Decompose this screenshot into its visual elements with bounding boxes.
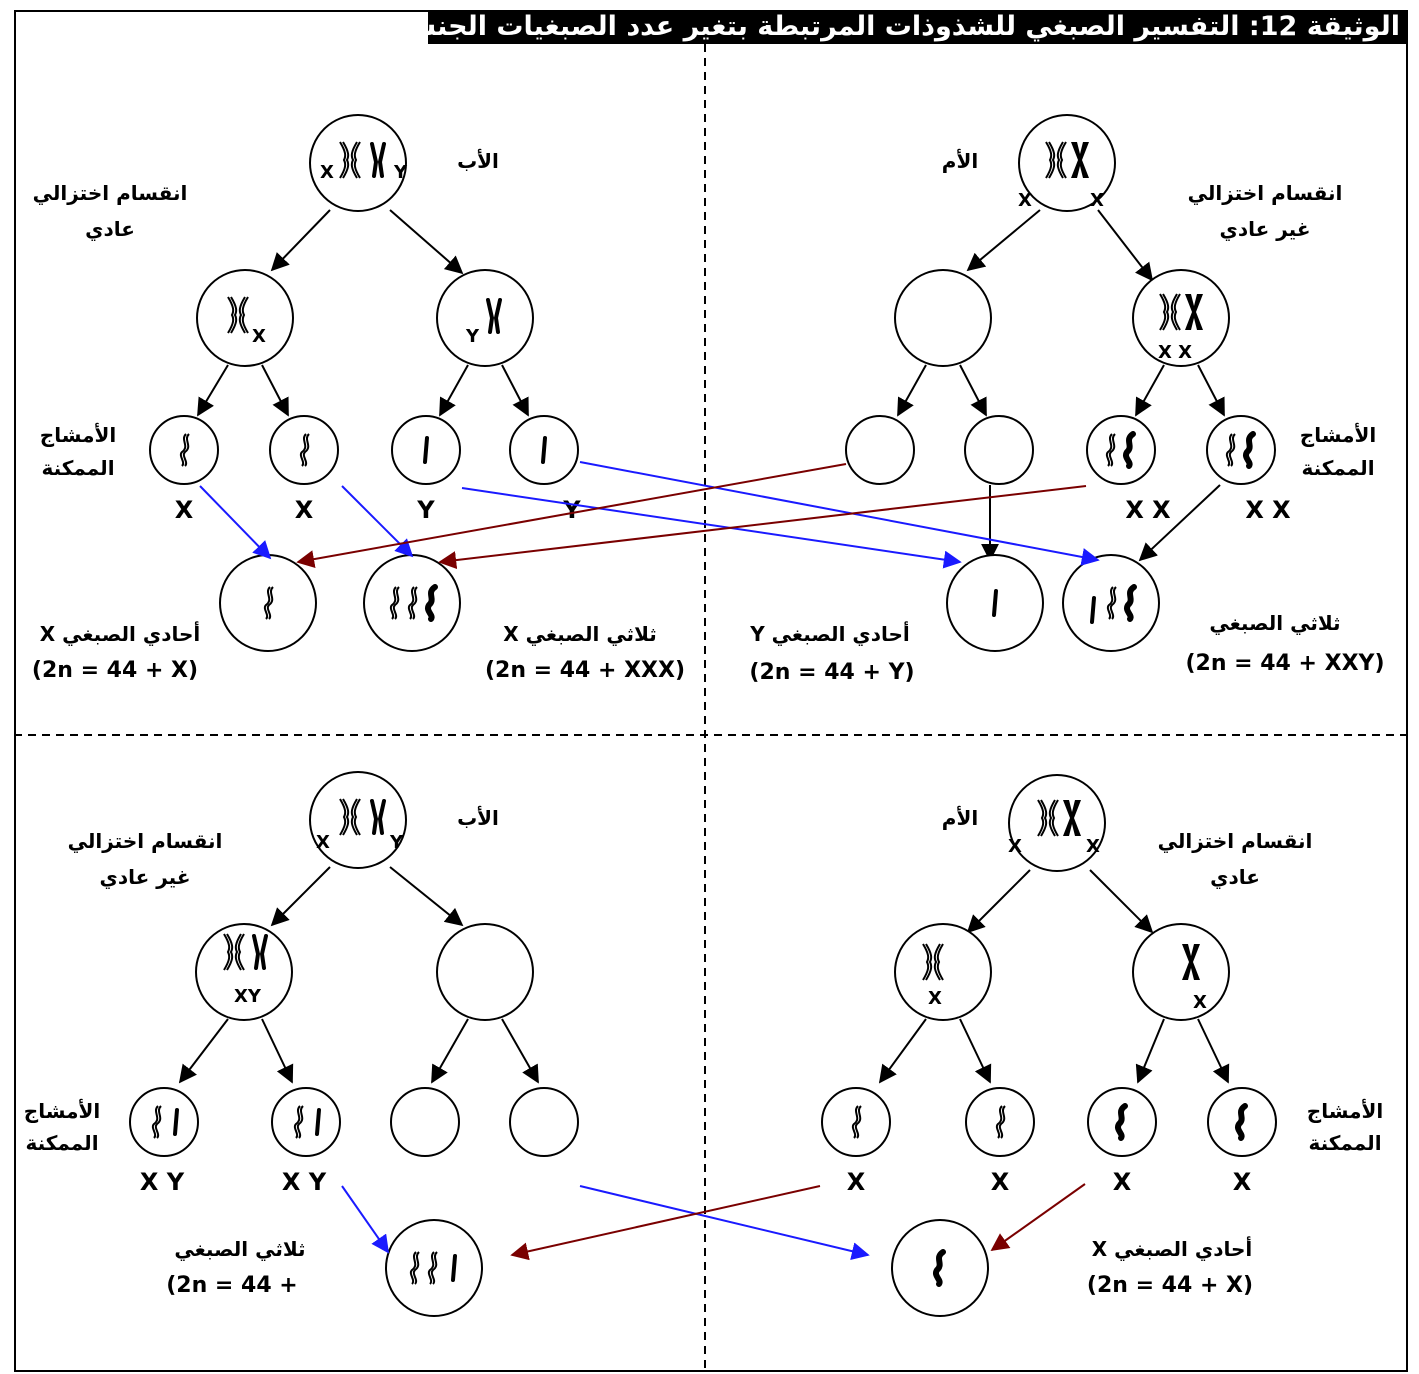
cell-tl-x: X — [196, 269, 294, 367]
svg-text:X X: X X — [1245, 496, 1291, 524]
result-monox-br: أحادي الصبغي X — [1092, 1235, 1252, 1262]
meiosis-label-bl-2: غير عادي — [100, 865, 191, 890]
svg-text:X: X — [1193, 992, 1207, 1013]
mother-cell-bottom: X X — [1008, 774, 1106, 872]
gametes-label-tl-2: الممكنة — [41, 456, 114, 480]
svg-text:X X: X X — [1125, 496, 1171, 524]
svg-text:(2n = 44 + XXY): (2n = 44 + XXY) — [1185, 651, 1384, 676]
svg-text:X: X — [1008, 836, 1022, 857]
zygote-tl-trix — [363, 554, 461, 652]
meiosis-label-tl-1: انقسام اختزالي — [33, 181, 188, 206]
svg-text:Y: Y — [562, 496, 581, 524]
meiosis-label-tr-1: انقسام اختزالي — [1188, 181, 1343, 206]
gametes-label-bl-2: الممكنة — [25, 1131, 98, 1155]
svg-text:(2n = 44 + XXX): (2n = 44 + XXX) — [485, 658, 685, 683]
svg-text:XY: XY — [234, 986, 262, 1007]
zygote-bl-tri — [385, 1219, 483, 1317]
gametes-label-tl-1: الأمشاج — [40, 422, 116, 447]
page-title: الوثيقة 12: التفسير الصبغي للشذوذات المر… — [428, 10, 1408, 44]
zygote-tr-monoy — [946, 554, 1044, 652]
result-monox-tl: أحادي الصبغي X — [40, 620, 200, 647]
meiosis-label-br-1: انقسام اختزالي — [1158, 829, 1313, 854]
meiosis-label-bl-1: انقسام اختزالي — [68, 829, 223, 854]
svg-text:X: X — [1113, 1168, 1132, 1196]
father-cell-top: X Y — [309, 114, 408, 212]
svg-text:X: X — [316, 832, 330, 853]
svg-text:X: X — [928, 988, 942, 1009]
svg-text:X: X — [252, 326, 266, 347]
cell-br-x1: X — [894, 923, 992, 1021]
svg-text:X: X — [1233, 1168, 1252, 1196]
svg-text:Y: Y — [389, 832, 404, 853]
svg-text:X: X — [991, 1168, 1010, 1196]
result-tri-bl: ثلاثي الصبغي — [174, 1237, 305, 1262]
result-xxy: ثلاثي الصبغي — [1209, 611, 1340, 636]
svg-text:Y: Y — [393, 162, 408, 183]
zygote-br-monox — [891, 1219, 989, 1317]
gametes-label-tr-2: الممكنة — [1301, 456, 1374, 480]
svg-text:(2n = 44 + Y): (2n = 44 + Y) — [749, 660, 914, 685]
result-monoy: أحادي الصبغي Y — [749, 620, 910, 647]
svg-text:X: X — [847, 1168, 866, 1196]
gametes-br — [821, 1087, 1277, 1157]
svg-text:Y: Y — [416, 496, 435, 524]
cell-bl-empty — [436, 923, 534, 1021]
meiosis-label-tl-2: عادي — [85, 217, 135, 242]
gametes-label-br-2: الممكنة — [1308, 1131, 1381, 1155]
father-label-bottom: الأب — [457, 805, 499, 830]
svg-text:X Y: X Y — [282, 1168, 327, 1196]
svg-text:(2n = 44 +: (2n = 44 + — [166, 1273, 297, 1298]
gametes-tr — [845, 415, 1276, 485]
gametes-bl — [129, 1087, 579, 1157]
meiosis-label-br-2: عادي — [1210, 865, 1260, 890]
mother-label-top: الأم — [942, 148, 978, 173]
svg-text:Y: Y — [465, 326, 480, 347]
result-trix: ثلاثي الصبغي X — [503, 622, 657, 647]
zygote-tl-monox — [219, 554, 317, 652]
svg-text:X: X — [295, 496, 314, 524]
svg-text:(2n = 44 + X): (2n = 44 + X) — [32, 658, 198, 683]
svg-text:X: X — [175, 496, 194, 524]
meiosis-label-tr-2: غير عادي — [1220, 217, 1311, 242]
mother-label-bottom: الأم — [942, 805, 978, 830]
svg-text:X: X — [320, 162, 334, 183]
gametes-label-bl-1: الأمشاج — [24, 1098, 100, 1123]
svg-text:X Y: X Y — [140, 1168, 185, 1196]
gametes-label-tr-1: الأمشاج — [1300, 422, 1376, 447]
gametes-tl — [149, 415, 579, 485]
cell-bl-xy: XY — [195, 923, 293, 1021]
cell-br-x2: X — [1132, 923, 1230, 1021]
svg-text:X: X — [1018, 190, 1032, 211]
gametes-label-br-1: الأمشاج — [1307, 1098, 1383, 1123]
zygote-tr-xxy — [1062, 554, 1160, 652]
svg-text:X: X — [1090, 190, 1104, 211]
svg-text:X: X — [1086, 836, 1100, 857]
cell-tr-xx: X X — [1132, 269, 1230, 367]
svg-text:(2n = 44 + X): (2n = 44 + X) — [1087, 1273, 1253, 1298]
father-cell-bottom: X Y — [309, 771, 407, 869]
father-label-top: الأب — [457, 148, 499, 173]
svg-text:X X: X X — [1158, 342, 1192, 363]
cell-tl-y: Y — [436, 269, 534, 367]
cell-tr-empty — [894, 269, 992, 367]
mother-cell-top: X X — [1018, 114, 1116, 212]
